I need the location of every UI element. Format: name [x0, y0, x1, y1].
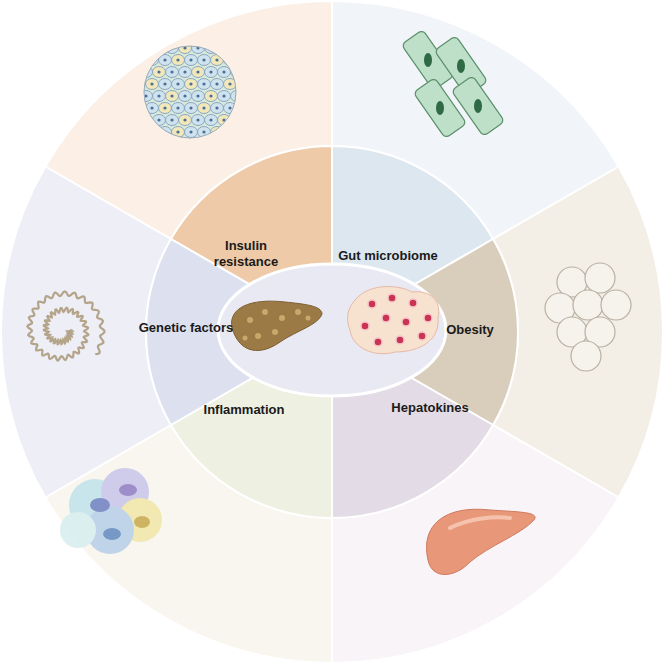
immune-cells: [60, 468, 162, 554]
pancreas-islet: [348, 287, 439, 354]
factor-text: Obesity: [446, 322, 494, 338]
factor-label: Obesity: [418, 319, 522, 341]
factor-label: Genetic factors: [134, 317, 238, 339]
factor-label: Hepatokines: [378, 397, 482, 419]
bacteria: [401, 30, 504, 139]
cell-tissue: [140, 43, 250, 139]
factor-text: Genetic factors: [139, 320, 234, 336]
factor-text: Inflammation: [204, 402, 285, 418]
fatty-liver: [232, 301, 322, 350]
liver-icon: [427, 509, 536, 574]
factor-text: Gut microbiome: [338, 248, 438, 264]
fat-cells: [545, 263, 631, 371]
factor-text: Hepatokines: [391, 400, 468, 416]
factor-text: Insulin resistance: [194, 238, 298, 271]
dna-strand: [27, 291, 104, 360]
factor-label: Insulin resistance: [194, 235, 298, 274]
factor-label: Gut microbiome: [336, 237, 440, 276]
factor-label: Inflammation: [192, 399, 296, 421]
